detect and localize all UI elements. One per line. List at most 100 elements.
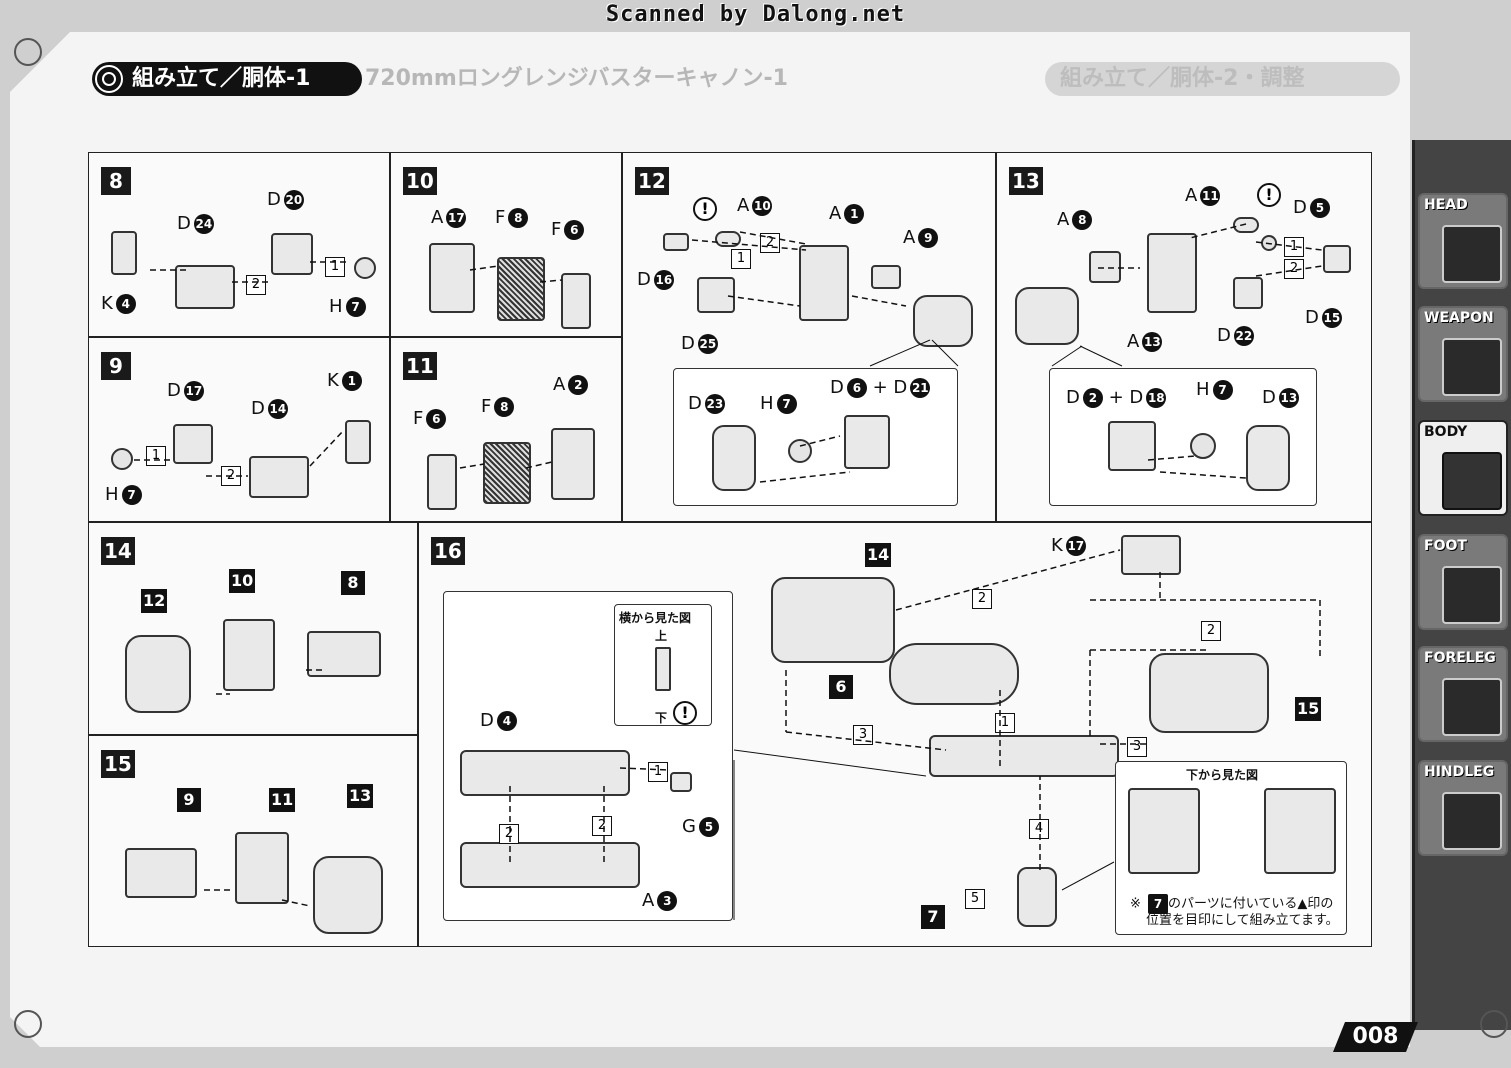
sequence-box: 1 [648,762,668,782]
part-drawing [271,233,313,275]
part-drawing [1089,251,1121,283]
bottom-view-title: 下から見た図 [1186,768,1259,782]
tab-hindleg[interactable]: HINDLEG [1418,760,1508,856]
side-view-bottom: 下 [655,711,668,725]
part-drawing [223,619,275,691]
sequence-box: 1 [1284,237,1304,257]
sequence-box: 2 [1284,259,1304,279]
gear-icon [95,65,123,93]
sequence-box: 3 [853,725,873,745]
corner-gear-icon [1480,1010,1508,1038]
part-drawing [1015,287,1079,345]
subassembly-number: 11 [269,788,296,812]
part-drawing [345,420,371,464]
sequence-box: 1 [146,446,166,466]
corner-gear-icon [14,38,42,66]
tab-label: FORELEG [1424,650,1496,666]
subassembly-number: 8 [341,571,365,595]
part-drawing [1323,245,1351,273]
side-view-title: 横から見た図 [619,611,692,625]
section-title-bar: 組み立て／胴体-1 [92,62,362,96]
foreleg-icon [1442,678,1502,736]
tab-head[interactable]: HEAD [1418,193,1508,289]
body-icon [1442,452,1502,510]
step-15-panel: 15 9 11 13 [88,735,418,947]
sequence-box: 1 [731,249,751,269]
side-view-inset: 横から見た図 上 下 ! [614,604,712,726]
foot-icon [1442,566,1502,624]
part-drawing [889,643,1019,705]
part-drawing [175,265,235,309]
sequence-box: 2 [760,233,780,253]
tab-foot[interactable]: FOOT [1418,534,1508,630]
step-number: 10 [403,167,437,195]
part-drawing [551,428,595,500]
step-number: 14 [101,537,135,565]
caution-icon: ! [673,701,697,725]
step-number: 15 [101,750,135,778]
sequence-box: 2 [499,824,519,844]
caution-icon: ! [693,197,717,221]
part-drawing [460,750,630,796]
ghost-title-left: 720mmロングレンジバスターキャノン-1 [365,66,788,91]
subassembly-number: 10 [229,569,256,593]
part-drawing [111,448,133,470]
part-drawing [929,735,1119,777]
part-drawing [313,856,383,934]
sequence-box: 3 [1127,737,1147,757]
part-drawing [1246,425,1290,491]
part-drawing [663,233,689,251]
step-number: 8 [101,167,131,195]
subassembly-number: 7 [921,905,945,929]
tab-weapon[interactable]: WEAPON [1418,306,1508,402]
sequence-box: 2 [246,275,266,295]
step-number: 13 [1009,167,1043,195]
part-drawing [655,647,671,691]
part-drawing [1261,235,1277,251]
side-view-top: 上 [655,629,668,643]
sequence-box: 5 [965,889,985,909]
part-drawing [771,577,895,663]
ghost-title-right: 組み立て／胴体-2・調整 [1060,66,1305,91]
part-drawing [249,456,309,498]
subassembly-number: 15 [1295,697,1322,721]
tab-body[interactable]: BODY [1418,420,1508,516]
part-drawing [125,635,191,713]
part-drawing [1121,535,1181,575]
step-number: 16 [431,537,465,565]
section-title: 組み立て／胴体-1 [132,66,311,91]
part-drawing [1233,277,1263,309]
part-drawing [670,772,692,792]
part-drawing [1017,867,1057,927]
part-drawing [429,243,475,313]
tab-foreleg[interactable]: FORELEG [1418,646,1508,742]
head-icon [1442,225,1502,283]
part-drawing [307,631,381,677]
